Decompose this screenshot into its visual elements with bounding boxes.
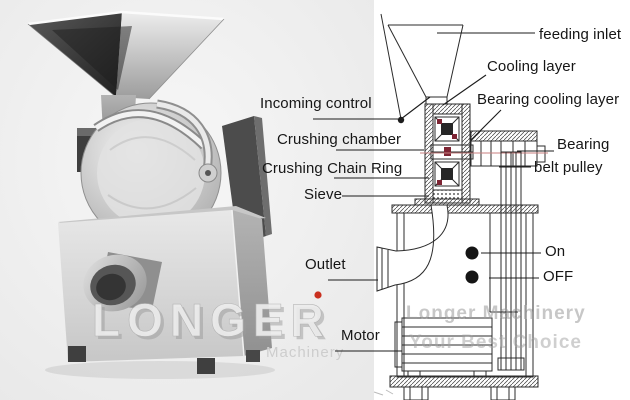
leader-lines [313, 32, 554, 352]
label-outlet: Outlet [305, 256, 346, 273]
label-on: On [545, 243, 566, 260]
label-off: OFF [543, 268, 574, 285]
photo-logo-watermark: LONGER [92, 294, 331, 346]
photo-outlet-chute [83, 252, 162, 312]
on-button-dot [465, 246, 479, 260]
photo-logo-sub-watermark: Machinery [266, 344, 344, 361]
off-button-dot [465, 270, 479, 284]
label-bearing: Bearing [557, 136, 610, 153]
label-belt-pulley: belt pulley [534, 159, 603, 176]
diagram-machine [373, 13, 548, 400]
photo-logo-watermark-shadow: LONGER [95, 297, 334, 349]
label-incoming-control: Incoming control [260, 95, 372, 112]
watermarks: LONGER LONGER Machinery Longer Machinery… [92, 291, 586, 361]
logo-red-dot [314, 291, 322, 299]
photo-machine [0, 0, 374, 400]
diagram-sieve-band [432, 189, 463, 200]
label-motor: Motor [341, 327, 380, 344]
label-cooling-layer: Cooling layer [487, 58, 576, 75]
diagram-shaft-housing [420, 130, 548, 167]
label-crushing-chain-ring: Crushing Chain Ring [262, 160, 403, 177]
label-sieve: Sieve [304, 186, 343, 203]
diagram-grinding-head [414, 103, 480, 206]
diagram-base [373, 375, 539, 400]
bearing-accent [437, 119, 442, 124]
diagram-watermark-line2: Your Best Choice [409, 332, 582, 353]
photo-feet [45, 346, 275, 379]
photo-mill-head [80, 99, 222, 250]
label-crushing-chamber: Crushing chamber [277, 131, 402, 148]
diagram-outlet-pipe [376, 204, 449, 292]
diagram-watermark-line1: Longer Machinery [406, 303, 586, 324]
label-bearing-cooling-layer: Bearing cooling layer [477, 91, 620, 108]
photo-support-column [222, 116, 272, 246]
label-feeding-inlet: feeding inlet [539, 26, 622, 43]
photo-hopper [27, 10, 225, 100]
diagram-belt-pulley [497, 151, 525, 371]
